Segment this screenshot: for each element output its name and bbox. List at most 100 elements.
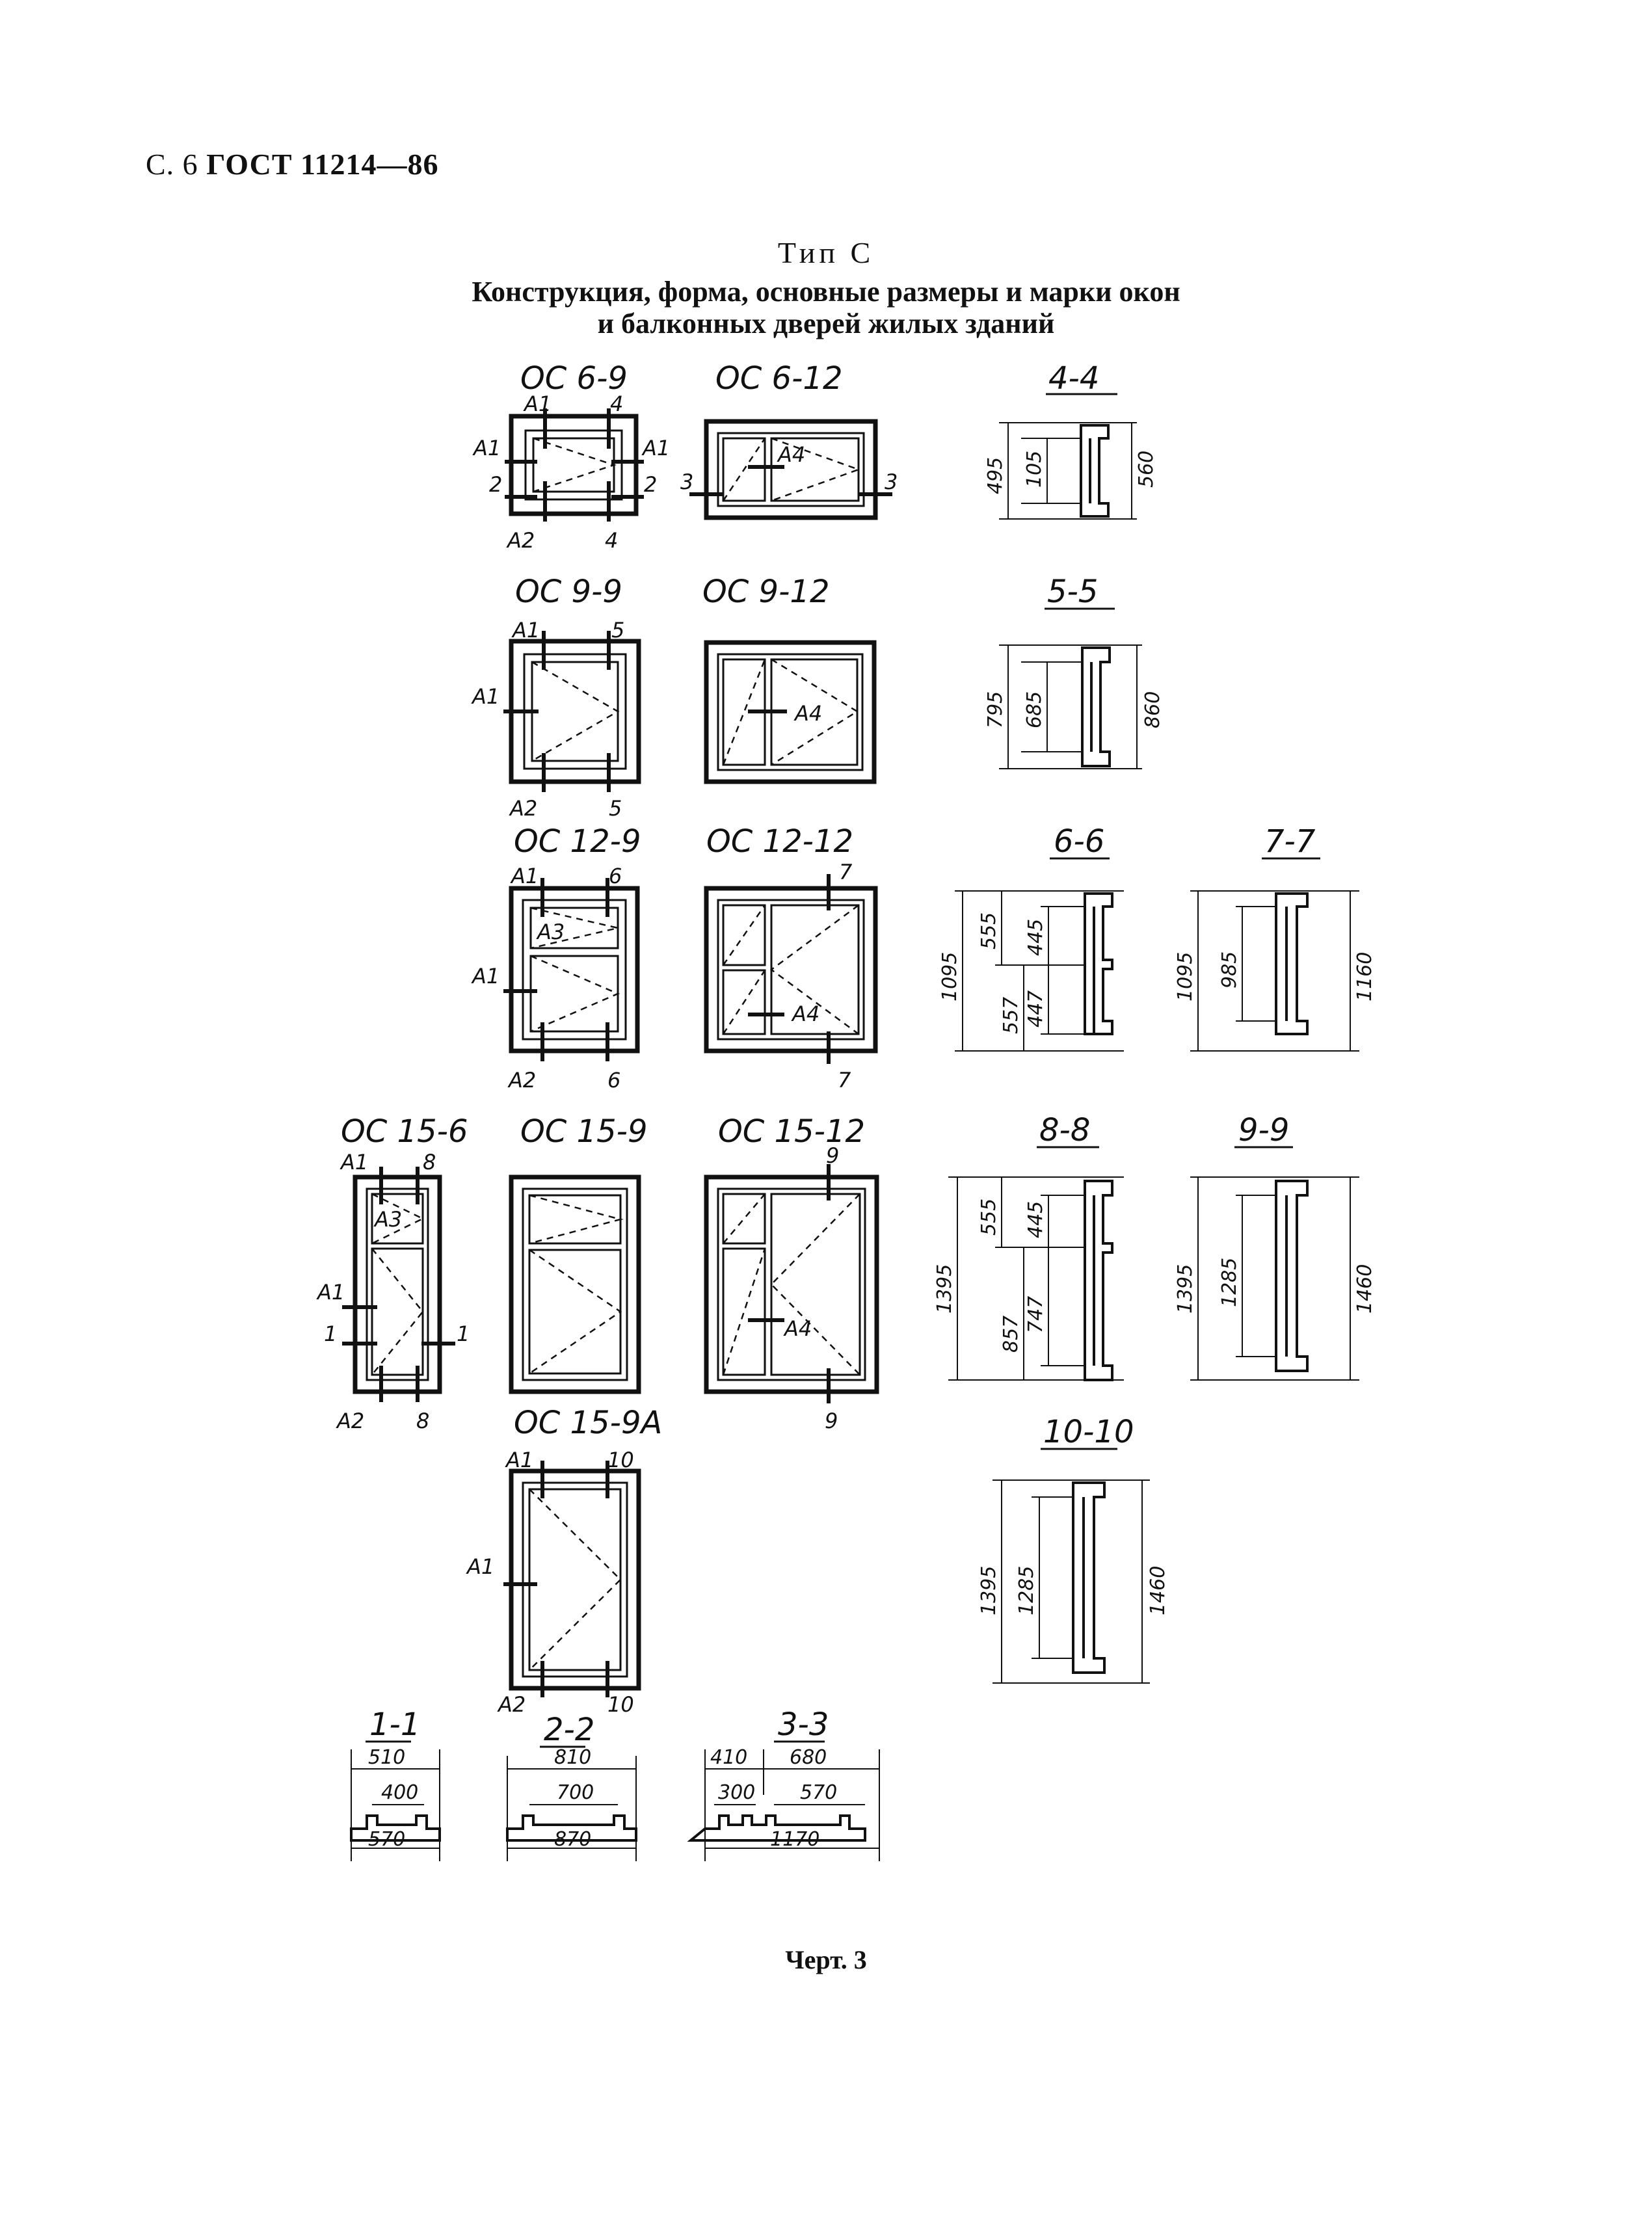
section-label: А4 bbox=[791, 1001, 819, 1026]
dimension: 560 bbox=[1135, 451, 1158, 488]
section-4-4: 4-4 495 105 560 bbox=[984, 360, 1158, 520]
section-label: 8 bbox=[416, 1409, 429, 1433]
section-label: 5 bbox=[611, 618, 624, 643]
dimension: 570 bbox=[368, 1828, 405, 1851]
section-label: А2 bbox=[506, 528, 535, 553]
section-7-7: 7-7 1095 985 1160 bbox=[1174, 823, 1376, 1052]
dimension: 1460 bbox=[1147, 1566, 1169, 1615]
section-label: 5 bbox=[609, 796, 622, 821]
section-mark: 10-10 bbox=[1043, 1414, 1134, 1450]
window-os-12-9: ОС 12-9 А1 6 А3 А1 А2 6 bbox=[471, 823, 641, 1093]
section-label: 1 bbox=[457, 1321, 470, 1346]
window-mark: ОС 15-9 bbox=[520, 1113, 648, 1150]
type-heading: Тип С bbox=[777, 236, 875, 269]
section-label: А2 bbox=[509, 796, 537, 821]
dimension: 810 bbox=[554, 1746, 591, 1769]
section-3-3: 3-3 410 680 300 570 1170 bbox=[687, 1706, 880, 1861]
section-label: 10 bbox=[607, 1448, 634, 1472]
dimension: 680 bbox=[790, 1746, 827, 1769]
dimension: 1160 bbox=[1353, 952, 1376, 1001]
section-label: 3 bbox=[885, 470, 898, 494]
dimension: 495 bbox=[984, 457, 1007, 494]
title-line-1: Конструкция, форма, основные размеры и м… bbox=[472, 276, 1180, 308]
section-mark: 8-8 bbox=[1039, 1112, 1090, 1148]
section-label: А1 bbox=[466, 1554, 494, 1579]
section-mark: 9-9 bbox=[1238, 1112, 1289, 1148]
section-label: А3 bbox=[373, 1207, 402, 1232]
section-label: 10 bbox=[607, 1692, 634, 1717]
section-label: А2 bbox=[497, 1692, 526, 1717]
window-os-15-6: ОС 15-6 А1 8 А3 А1 1 1 А2 8 bbox=[316, 1113, 470, 1433]
section-label: А1 bbox=[510, 864, 539, 888]
section-label: А2 bbox=[507, 1068, 536, 1093]
dimension: 1095 bbox=[1174, 952, 1197, 1001]
section-label: 7 bbox=[838, 1068, 851, 1093]
dimension: 685 bbox=[1023, 691, 1046, 728]
section-label: А1 bbox=[316, 1280, 345, 1305]
section-label: 1 bbox=[324, 1321, 337, 1346]
section-label: 8 bbox=[423, 1150, 436, 1174]
dimension: 1285 bbox=[1218, 1258, 1241, 1307]
dimension: 447 bbox=[1024, 990, 1047, 1028]
dimension: 1395 bbox=[1174, 1264, 1197, 1314]
section-label: А1 bbox=[505, 1448, 533, 1472]
dimension: 105 bbox=[1023, 451, 1046, 488]
dimension: 557 bbox=[1000, 997, 1022, 1034]
window-mark: ОС 12-9 bbox=[514, 823, 641, 860]
section-mark: 3-3 bbox=[778, 1706, 829, 1743]
section-label: 2 bbox=[644, 472, 657, 497]
dimension: 747 bbox=[1024, 1296, 1047, 1333]
section-label: 9 bbox=[826, 1143, 839, 1168]
section-label: А1 bbox=[472, 436, 501, 460]
section-label: 6 bbox=[607, 1068, 620, 1093]
section-label: А1 bbox=[641, 436, 670, 460]
section-10-10: 10-10 1395 1285 1460 bbox=[978, 1414, 1169, 1684]
section-label: А3 bbox=[536, 920, 565, 944]
dimension: 570 bbox=[800, 1781, 837, 1804]
section-mark: 1-1 bbox=[369, 1706, 420, 1743]
figure-caption: Черт. 3 bbox=[785, 1945, 867, 1974]
dimension: 555 bbox=[978, 912, 1000, 949]
title-line-2: и балконных дверей жилых зданий bbox=[597, 308, 1055, 339]
section-label: А4 bbox=[793, 701, 822, 726]
section-5-5: 5-5 795 685 860 bbox=[984, 574, 1164, 769]
section-label: А1 bbox=[471, 684, 500, 709]
dimension: 1285 bbox=[1015, 1566, 1038, 1615]
dimension: 1095 bbox=[939, 952, 961, 1001]
page-number: С. 6 bbox=[146, 148, 198, 181]
dimension: 860 bbox=[1141, 691, 1164, 728]
dimension: 445 bbox=[1024, 1201, 1047, 1238]
section-label: 7 bbox=[839, 860, 853, 884]
section-label: 9 bbox=[825, 1409, 838, 1433]
section-mark: 5-5 bbox=[1047, 574, 1098, 610]
dimension: 857 bbox=[1000, 1316, 1022, 1353]
section-label: А4 bbox=[777, 442, 805, 467]
window-mark: ОС 6-12 bbox=[715, 360, 843, 397]
section-label: А4 bbox=[783, 1316, 812, 1341]
dimension: 1170 bbox=[770, 1828, 819, 1851]
window-mark: ОС 15-12 bbox=[718, 1113, 865, 1150]
window-mark: ОС 9-12 bbox=[702, 574, 830, 610]
window-os-6-12: ОС 6-12 А4 3 3 bbox=[680, 360, 898, 520]
section-label: А1 bbox=[511, 618, 540, 643]
window-os-9-9: ОС 9-9 А1 5 А1 А2 5 bbox=[471, 574, 641, 821]
dimension: 985 bbox=[1218, 951, 1241, 988]
section-label: А2 bbox=[336, 1409, 364, 1433]
window-os-9-12: ОС 9-12 А4 bbox=[702, 574, 877, 784]
page-header: С. 6 ГОСТ 11214—86 bbox=[146, 147, 439, 181]
section-label: А1 bbox=[340, 1150, 368, 1174]
dimension: 400 bbox=[381, 1781, 418, 1804]
dimension: 410 bbox=[710, 1746, 747, 1769]
dimension: 870 bbox=[554, 1828, 591, 1851]
window-os-6-9: ОС 6-9 А1 4 А1 А1 2 2 А2 4 bbox=[472, 360, 670, 553]
window-mark: ОС 9-9 bbox=[515, 574, 622, 610]
section-mark: 2-2 bbox=[544, 1712, 594, 1748]
section-label: 4 bbox=[605, 528, 618, 553]
dimension: 795 bbox=[984, 691, 1007, 728]
section-label: А1 bbox=[523, 391, 552, 416]
dimension: 555 bbox=[978, 1199, 1000, 1236]
dimension: 510 bbox=[368, 1746, 405, 1769]
window-os-12-12: ОС 12-12 7 А4 7 bbox=[704, 823, 878, 1093]
section-label: А1 bbox=[471, 964, 500, 988]
